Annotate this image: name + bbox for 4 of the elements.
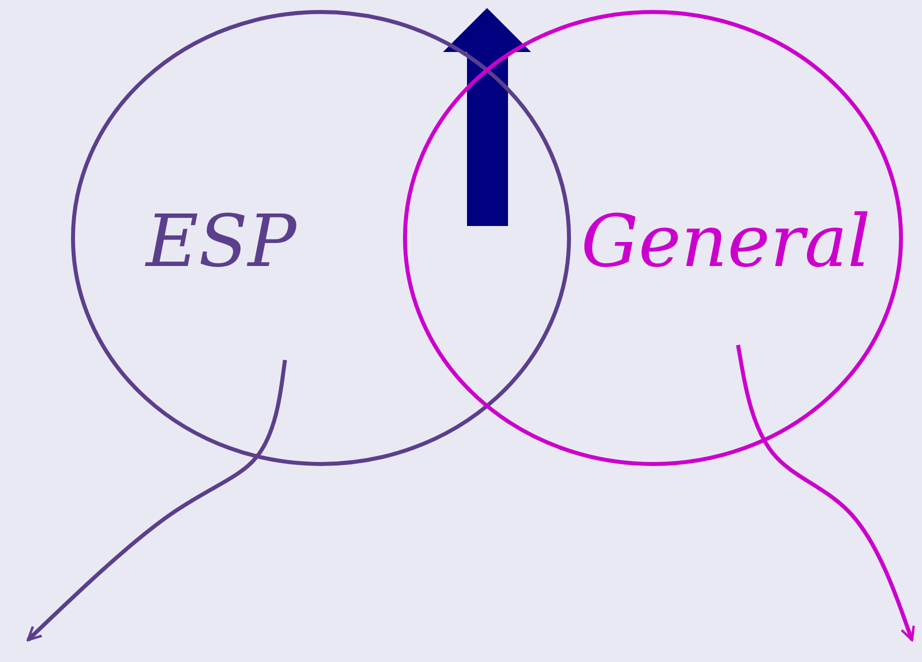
- circle-label: General: [581, 205, 870, 277]
- curved-arrow: [736, 344, 915, 642]
- circle-label: ESP: [146, 205, 296, 277]
- curved-arrow: [26, 360, 287, 642]
